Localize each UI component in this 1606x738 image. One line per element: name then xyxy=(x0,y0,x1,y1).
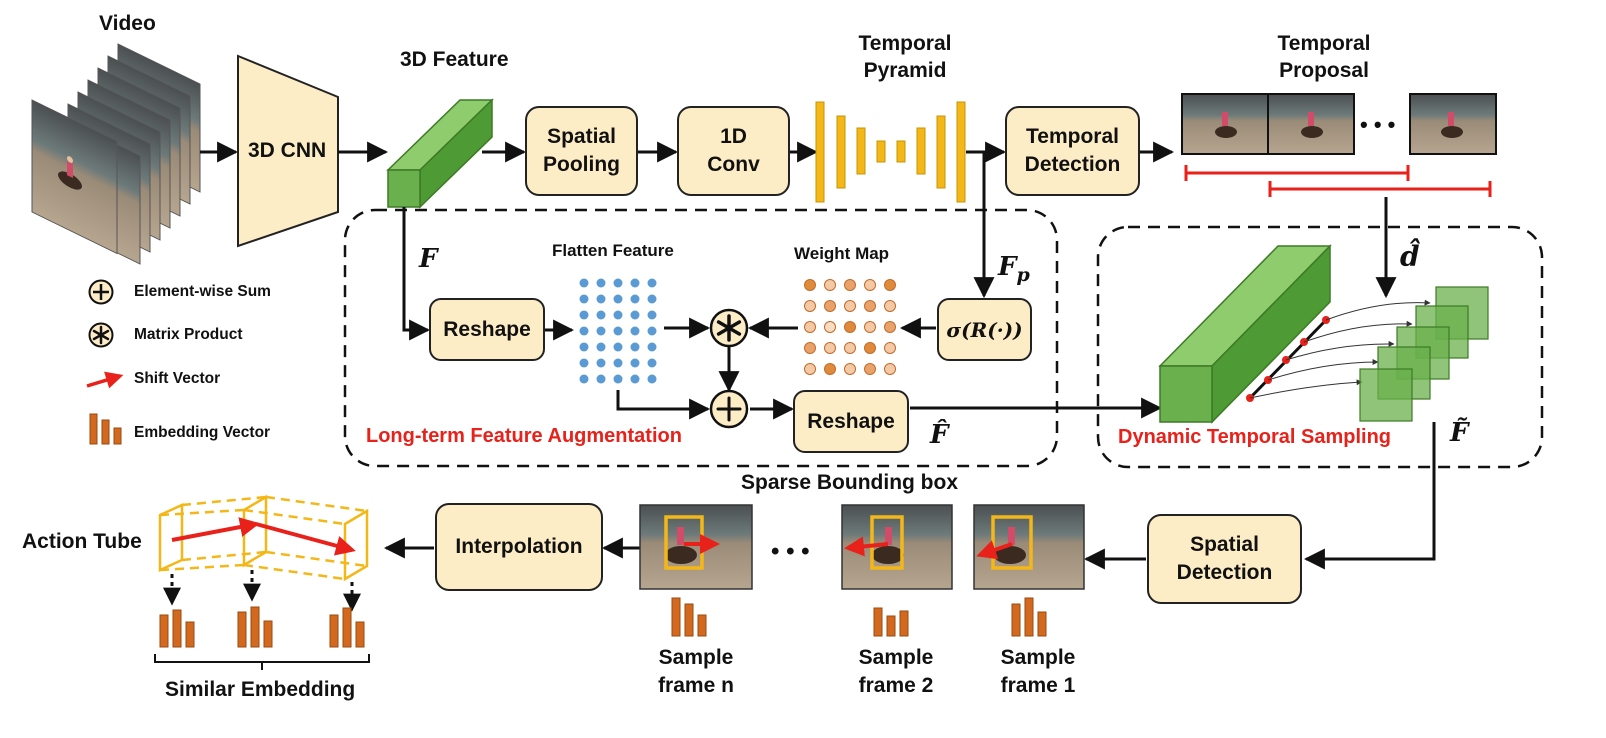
similar-embedding-bars xyxy=(159,606,365,648)
sampled-feature-stack xyxy=(1359,286,1489,422)
dts-region xyxy=(1096,225,1544,469)
spatial-detection-line2: Detection xyxy=(1176,561,1273,584)
similar-embedding-brace xyxy=(154,654,370,670)
arrow-flatten-sum xyxy=(616,390,711,420)
sparse-bbox-ellipsis: • • • xyxy=(771,538,810,565)
fp-symbol-sub: p xyxy=(1016,264,1030,287)
arrow-feature-reshape xyxy=(402,207,431,341)
spatial-detection-line1: Spatial xyxy=(1190,533,1259,556)
matrix-product-icon xyxy=(709,308,749,348)
temporal-pyramid-label: Temporal Pyramid xyxy=(835,30,975,84)
proposal-ellipsis: • • • xyxy=(1360,112,1396,137)
sample-frame-2 xyxy=(841,504,953,590)
sigma-box: σ(R(·)) xyxy=(937,298,1032,361)
flatten-feature-dots xyxy=(579,278,657,384)
fhat-symbol: F̂ xyxy=(930,420,949,450)
weight-map-dots xyxy=(804,279,896,375)
legend-bars-icon xyxy=(89,413,122,445)
temporal-proposal-line1: Temporal xyxy=(1277,32,1371,55)
f-symbol: F xyxy=(419,244,438,274)
sparse-bbox-label: Sparse Bounding box xyxy=(741,471,959,494)
temporal-pyramid-line2: Pyramid xyxy=(863,59,947,82)
action-tube-icon xyxy=(158,494,369,582)
reshape2-box: Reshape xyxy=(793,390,909,453)
cnn-trapezoid xyxy=(237,54,339,248)
element-sum-icon xyxy=(709,389,749,429)
sample-frame-n xyxy=(639,504,753,590)
dts-feature-cube-icon xyxy=(1158,244,1431,424)
temporal-pyramid-bars xyxy=(815,101,966,203)
frame-2-label: Sample frame 2 xyxy=(840,644,952,700)
fp-symbol-main: F xyxy=(998,252,1017,282)
cnn-label: 3D CNN xyxy=(248,139,327,162)
conv1d-line2: Conv xyxy=(707,153,760,176)
frame-1-line2: frame 1 xyxy=(1000,674,1076,697)
reshape1-box: Reshape xyxy=(429,298,545,361)
embedding-bars-frame-1 xyxy=(1011,597,1047,637)
proposal-frames xyxy=(1181,93,1497,155)
arrow-dts-spatial xyxy=(1303,422,1436,570)
interpolation-box: Interpolation xyxy=(435,503,603,591)
dhat-symbol: d̂ xyxy=(1400,240,1420,273)
legend-red-arrow-icon xyxy=(86,371,124,389)
frame-n-line2: frame n xyxy=(658,674,734,697)
weight-map-label: Weight Map xyxy=(794,244,890,263)
legend-asterisk-circle-icon xyxy=(88,322,114,348)
legend-label-embedding: Embedding Vector xyxy=(134,424,271,441)
temporal-pyramid-line1: Temporal xyxy=(858,32,952,55)
fp-symbol: Fp xyxy=(998,252,1030,286)
ftilde-symbol: F̃ xyxy=(1450,418,1469,448)
legend-plus-circle-icon xyxy=(88,279,114,305)
proposal-segments xyxy=(1184,165,1492,197)
legend-label-sum: Element-wise Sum xyxy=(134,283,271,300)
temporal-proposal-label: Temporal Proposal xyxy=(1254,30,1394,84)
frame-2-line1: Sample xyxy=(858,646,934,669)
frame-1-line1: Sample xyxy=(1000,646,1076,669)
legend-label-shift: Shift Vector xyxy=(134,370,221,387)
action-tube-label: Action Tube xyxy=(22,530,142,553)
spatial-pooling-line2: Pooling xyxy=(543,153,620,176)
temporal-proposal-line2: Proposal xyxy=(1279,59,1369,82)
feature-cube-icon xyxy=(386,98,494,209)
legend-label-product: Matrix Product xyxy=(134,326,243,343)
spatial-pooling-line1: Spatial xyxy=(547,125,616,148)
sample-frame-1 xyxy=(973,504,1085,590)
conv1d-line1: 1D xyxy=(720,125,747,148)
lfa-title: Long-term Feature Augmentation xyxy=(366,425,682,447)
action-tube-shift-arrows xyxy=(171,517,356,556)
dts-title: Dynamic Temporal Sampling xyxy=(1118,426,1392,448)
temporal-detection-line1: Temporal xyxy=(1026,125,1119,148)
embedding-bars-frame-2 xyxy=(873,607,909,637)
flatten-feature-label: Flatten Feature xyxy=(552,241,674,260)
frame-2-line2: frame 2 xyxy=(858,674,934,697)
frame-n-line1: Sample xyxy=(658,646,734,669)
embedding-bars-frame-n xyxy=(671,597,707,637)
temporal-detection-line2: Detection xyxy=(1024,153,1121,176)
sigma-expression: σ(R(·)) xyxy=(946,317,1023,342)
similar-embedding-label: Similar Embedding xyxy=(165,678,356,701)
feature3d-label: 3D Feature xyxy=(400,48,509,71)
video-label: Video xyxy=(99,12,156,35)
frame-1-label: Sample frame 1 xyxy=(982,644,1094,700)
conv1d-box: 1D Conv xyxy=(677,106,790,196)
frame-n-label: Sample frame n xyxy=(640,644,752,700)
lfa-region xyxy=(343,208,1059,468)
video-frame-stack xyxy=(31,43,201,265)
